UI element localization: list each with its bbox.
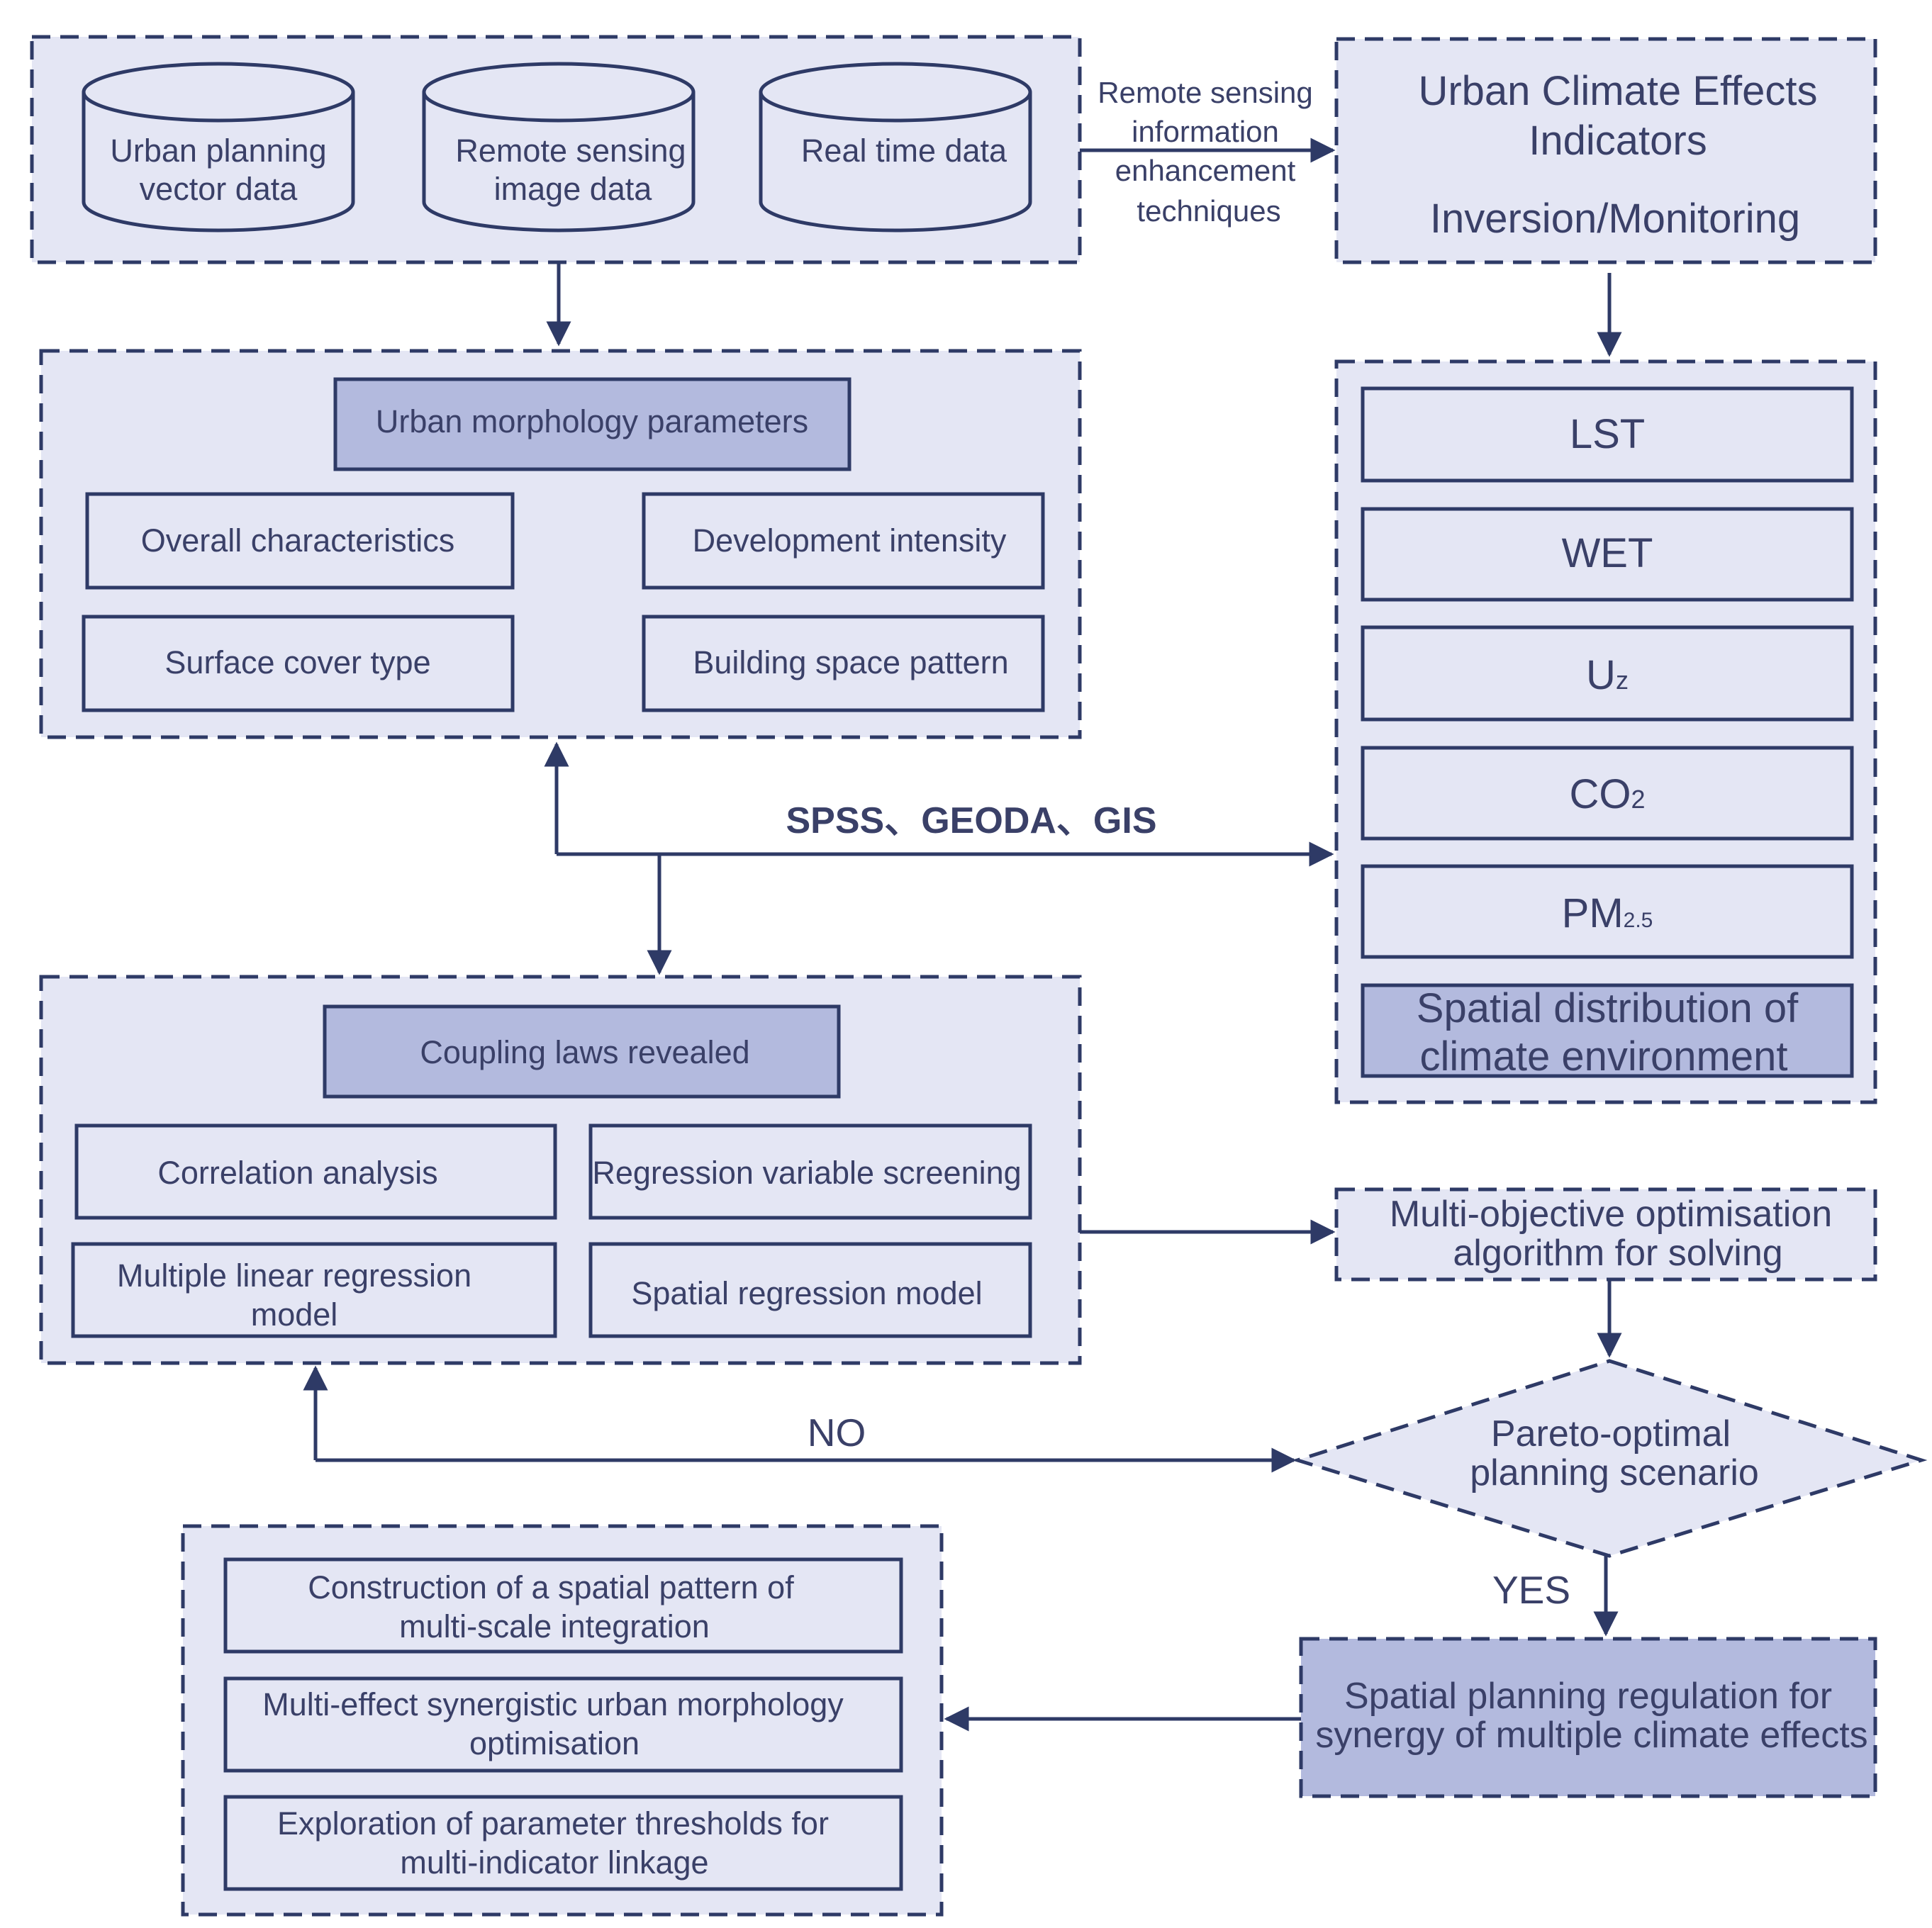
- mlr-line1: Multiple linear regression: [117, 1257, 471, 1294]
- development-label: Development intensity: [693, 522, 1007, 559]
- synergistic-line1: Multi-effect synergistic urban morpholog…: [262, 1686, 844, 1722]
- coupling-header-box: [323, 1004, 841, 1099]
- spatial-distribution-line1: Spatial distribution of: [1417, 985, 1799, 1031]
- building-label: Building space pattern: [693, 644, 1008, 680]
- regulation-box: [1299, 1637, 1877, 1798]
- cylinder-realtime-line1: Real time data: [801, 133, 1007, 169]
- cylinder-remote-line1: Remote sensing: [455, 133, 686, 169]
- yes-label: YES: [1492, 1568, 1570, 1612]
- cylinder-remote-line2: image data: [494, 171, 653, 207]
- uz-label: Uz: [1586, 652, 1629, 698]
- regression-screening-box: [588, 1123, 1032, 1220]
- moo-line2: algorithm for solving: [1453, 1233, 1782, 1274]
- indicator-list-group: [1334, 359, 1877, 1104]
- no-label: NO: [808, 1411, 866, 1455]
- climate-indicators-title2: Indicators: [1529, 118, 1707, 164]
- enhancement-label: Remote sensing information enhancement t…: [1098, 76, 1313, 228]
- coupling-header: Coupling laws revealed: [420, 1034, 749, 1070]
- cylinder-planning-line1: Urban planning: [110, 133, 326, 169]
- spatial-distribution-line2: climate environment: [1420, 1033, 1788, 1080]
- construction-line1: Construction of a spatial pattern of: [308, 1569, 794, 1605]
- enhancement-line3: enhancement: [1115, 154, 1296, 187]
- pareto-diamond: [1291, 1359, 1928, 1558]
- spatial-distribution-box: [1361, 983, 1854, 1078]
- overall-label: Overall characteristics: [141, 522, 455, 559]
- thresholds-line1: Exploration of parameter thresholds for: [277, 1805, 829, 1842]
- thresholds-line2: multi-indicator linkage: [400, 1844, 708, 1881]
- lst-label: LST: [1570, 411, 1645, 457]
- morphology-header-box: [333, 377, 851, 471]
- correlation-box: [74, 1123, 557, 1220]
- pm25-box: [1361, 864, 1854, 959]
- mlr-line2: model: [251, 1296, 338, 1333]
- regulation-line2: synergy of multiple climate effects: [1315, 1715, 1867, 1756]
- wet-label: WET: [1562, 530, 1653, 576]
- co2-label: CO2: [1569, 771, 1645, 817]
- enhancement-line2: information: [1132, 115, 1279, 148]
- thresholds-box: [223, 1795, 903, 1891]
- correlation-label: Correlation analysis: [157, 1155, 437, 1191]
- pareto-line2: planning scenario: [1470, 1452, 1759, 1493]
- synergistic-line2: optimisation: [469, 1725, 640, 1761]
- spatial-regression-box: [588, 1242, 1032, 1338]
- building-box: [642, 615, 1045, 712]
- surface-label: Surface cover type: [164, 644, 430, 680]
- mlr-box: [71, 1242, 557, 1338]
- moo-line1: Multi-objective optimisation: [1390, 1194, 1832, 1235]
- pm25-label: PM2.5: [1562, 890, 1653, 936]
- regulation-line1: Spatial planning regulation for: [1344, 1676, 1832, 1717]
- morphology-header: Urban morphology parameters: [376, 403, 808, 439]
- regression-screening-label: Regression variable screening: [592, 1155, 1021, 1191]
- cylinder-planning-data: Urban planning vector data: [82, 62, 355, 232]
- cylinder-remote-data: Remote sensing image data: [422, 62, 696, 232]
- spatial-regression-label: Spatial regression model: [631, 1275, 982, 1311]
- synergistic-box: [223, 1676, 903, 1773]
- pareto-line1: Pareto-optimal: [1491, 1413, 1731, 1455]
- enhancement-line1: Remote sensing: [1098, 76, 1313, 109]
- tools-label: SPSS、GEODA、GIS: [786, 800, 1157, 841]
- overall-box: [85, 492, 515, 590]
- co2-box: [1361, 746, 1854, 841]
- climate-indicators-title1: Urban Climate Effects: [1418, 68, 1817, 114]
- lst-box: [1361, 386, 1854, 483]
- climate-indicators-subtitle: Inversion/Monitoring: [1430, 196, 1800, 242]
- development-box: [642, 492, 1045, 590]
- moo-box: [1334, 1187, 1877, 1282]
- climate-indicators-box: [1334, 37, 1877, 264]
- wet-box: [1361, 507, 1854, 602]
- uz-box: [1361, 625, 1854, 722]
- construction-box: [223, 1557, 903, 1654]
- surface-box: [82, 615, 515, 712]
- cylinder-planning-line2: vector data: [140, 171, 298, 207]
- enhancement-line4: techniques: [1137, 194, 1280, 228]
- construction-line2: multi-scale integration: [399, 1608, 710, 1644]
- cylinder-realtime-data: Real time data: [759, 62, 1032, 232]
